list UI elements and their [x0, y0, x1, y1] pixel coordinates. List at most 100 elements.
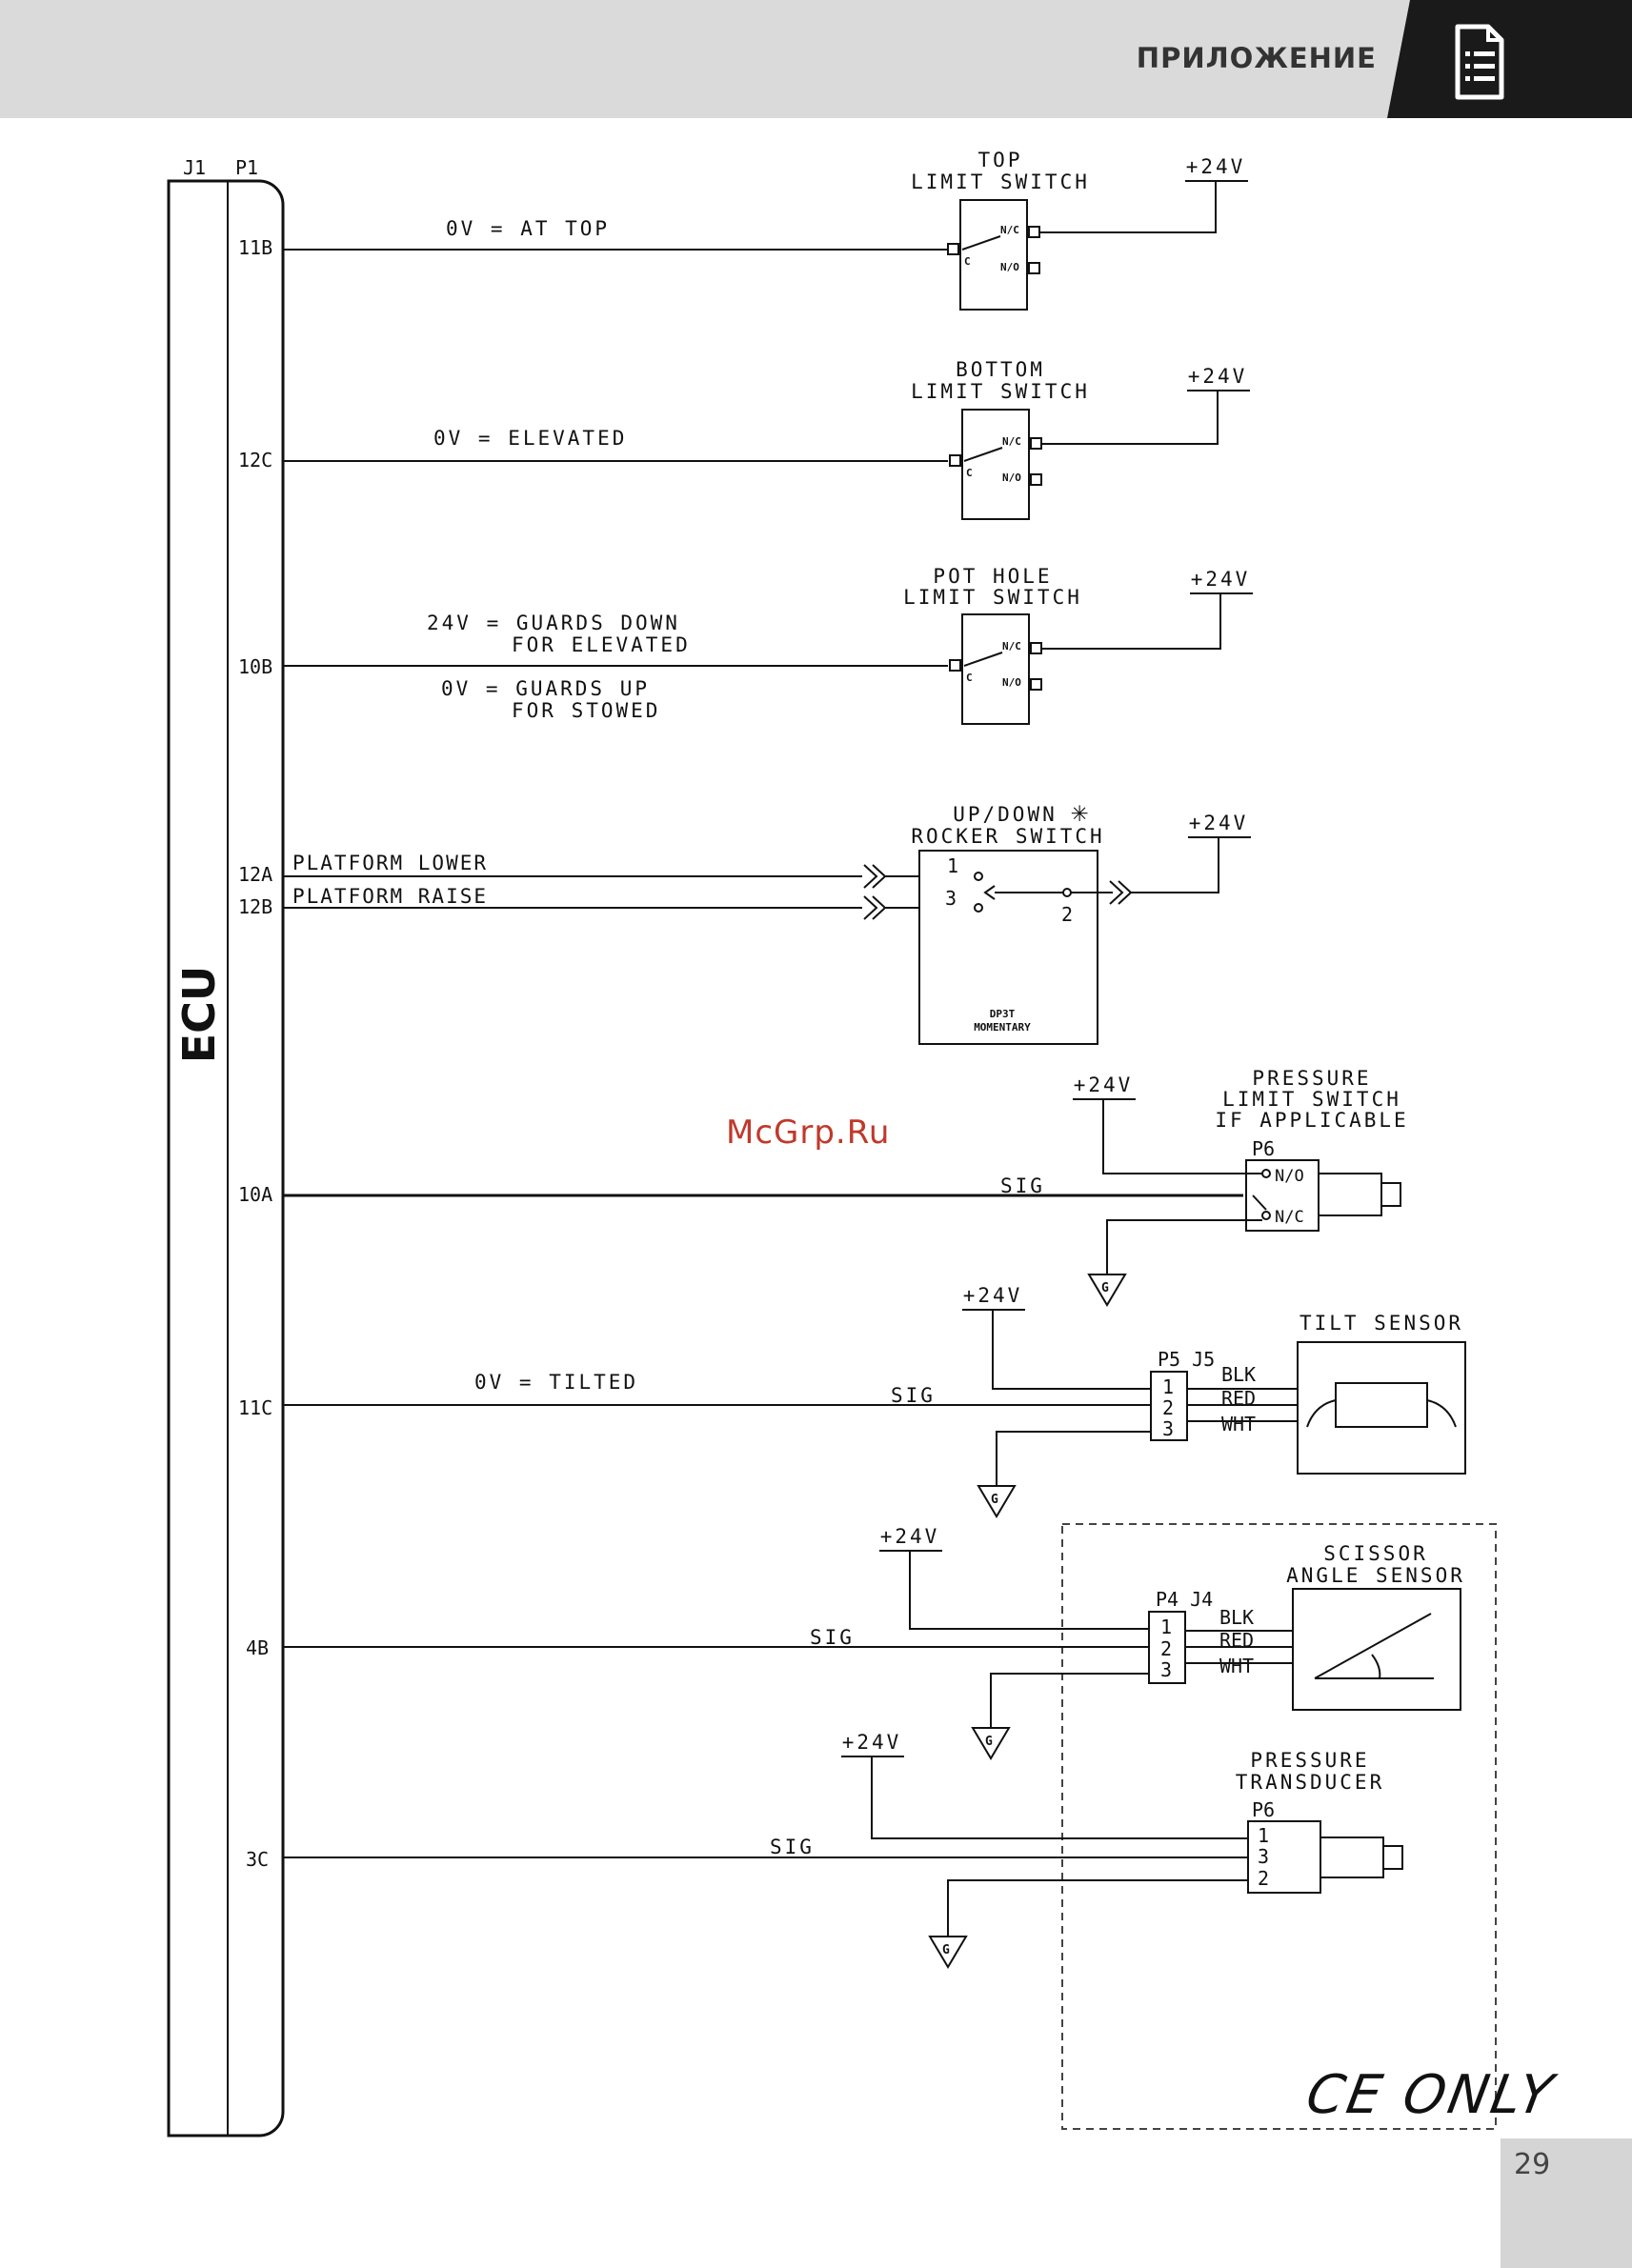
svg-text:G: G	[991, 1493, 998, 1507]
svg-text:TILT SENSOR: TILT SENSOR	[1300, 1312, 1463, 1335]
pin-12a: 12A	[238, 863, 272, 886]
svg-text:2: 2	[1162, 1396, 1174, 1419]
svg-text:N/O: N/O	[1275, 1167, 1304, 1186]
pin-3c: 3C	[246, 1848, 269, 1871]
svg-text:LIMIT SWITCH: LIMIT SWITCH	[911, 171, 1090, 193]
svg-text:P6: P6	[1252, 1137, 1275, 1160]
svg-text:2: 2	[1160, 1637, 1172, 1660]
rocker-switch: PLATFORM LOWER PLATFORM RAISE UP/DOWN ✳ …	[283, 795, 1251, 1045]
svg-text:BOTTOM: BOTTOM	[956, 358, 1045, 381]
svg-text:TRANSDUCER: TRANSDUCER	[1236, 1771, 1384, 1794]
bottom-limit-switch: 0V = ELEVATED BOTTOM LIMIT SWITCH C N/C …	[283, 358, 1250, 520]
svg-text:N/O: N/O	[1002, 676, 1021, 689]
pin-12c: 12C	[238, 449, 272, 472]
svg-text:0V = TILTED: 0V = TILTED	[474, 1371, 638, 1394]
svg-text:DP3T: DP3T	[990, 1008, 1016, 1020]
svg-text:POT HOLE: POT HOLE	[933, 565, 1052, 588]
svg-text:N/C: N/C	[1000, 224, 1019, 236]
svg-text:UP/DOWN: UP/DOWN	[953, 803, 1058, 826]
svg-text:+24V: +24V	[1188, 365, 1248, 388]
page-number-box	[1501, 2138, 1632, 2268]
page-number: 29	[1514, 2148, 1551, 2181]
svg-text:3: 3	[1162, 1417, 1174, 1440]
svg-text:N/C: N/C	[1275, 1208, 1304, 1227]
svg-text:P6: P6	[1252, 1798, 1275, 1821]
scissor-angle-sensor: SIG P4 J4 1 2 3 BLK RED WHT SCISSOR ANGL…	[283, 1525, 1465, 1760]
svg-text:P4 J4: P4 J4	[1156, 1588, 1213, 1611]
top-limit-switch: 0V = AT TOP TOP LIMIT SWITCH C N/C N/O +…	[283, 149, 1248, 311]
svg-text:SIG: SIG	[810, 1626, 855, 1649]
svg-text:C: C	[966, 467, 973, 479]
svg-text:RED: RED	[1221, 1387, 1256, 1410]
pin-10b: 10B	[238, 655, 272, 678]
wire-label-platform-raise: PLATFORM RAISE	[292, 885, 488, 908]
svg-text:C: C	[966, 672, 973, 684]
ce-only-region	[1061, 1523, 1497, 2130]
svg-text:2: 2	[1258, 1867, 1269, 1890]
tilt-sensor: 0V = TILTED SIG P5 J5 1 2 3 BLK RED WHT …	[283, 1284, 1466, 1518]
page-header: ПРИЛОЖЕНИЕ	[0, 0, 1632, 118]
svg-text:SCISSOR: SCISSOR	[1323, 1542, 1428, 1565]
svg-text:BLK: BLK	[1221, 1363, 1256, 1386]
svg-text:+24V: +24V	[842, 1731, 902, 1754]
svg-text:N/C: N/C	[1002, 640, 1021, 652]
pothole-limit-switch: 24V = GUARDS DOWN FOR ELEVATED 0V = GUAR…	[283, 565, 1253, 725]
connector-p1: P1	[235, 156, 258, 179]
svg-text:WHT: WHT	[1219, 1655, 1254, 1677]
svg-text:1: 1	[1258, 1824, 1269, 1847]
svg-text:1: 1	[947, 854, 958, 877]
svg-text:MOMENTARY: MOMENTARY	[974, 1021, 1031, 1034]
svg-text:+24V: +24V	[1189, 812, 1249, 834]
pin-11c: 11C	[238, 1396, 272, 1419]
pin-4b: 4B	[246, 1636, 269, 1659]
svg-text:WHT: WHT	[1221, 1413, 1256, 1435]
svg-text:ANGLE SENSOR: ANGLE SENSOR	[1286, 1564, 1465, 1587]
pressure-transducer: SIG PRESSURE TRANSDUCER P6 1 3 2 +24V G	[283, 1731, 1403, 1969]
wire-label-platform-lower: PLATFORM LOWER	[292, 852, 488, 874]
svg-text:FOR ELEVATED: FOR ELEVATED	[512, 633, 691, 656]
svg-text:PRESSURE: PRESSURE	[1250, 1749, 1369, 1772]
supply-label: +24V	[1186, 155, 1246, 178]
svg-text:1: 1	[1160, 1616, 1172, 1638]
connector-j1: J1	[183, 156, 206, 179]
svg-text:SIG: SIG	[891, 1384, 936, 1407]
header-title: ПРИЛОЖЕНИЕ	[1136, 42, 1377, 74]
pin-11b: 11B	[238, 236, 272, 259]
wire-label-at-top: 0V = AT TOP	[446, 217, 610, 240]
svg-text:BLK: BLK	[1219, 1606, 1254, 1629]
svg-text:LIMIT SWITCH: LIMIT SWITCH	[903, 586, 1082, 609]
pin-10a: 10A	[238, 1183, 272, 1206]
svg-text:G: G	[942, 1943, 950, 1957]
ecu-label: ECU	[173, 966, 225, 1064]
svg-text:N/O: N/O	[1000, 261, 1019, 273]
svg-text:N/C: N/C	[1002, 435, 1021, 448]
wire-label-elevated: 0V = ELEVATED	[433, 427, 627, 450]
svg-text:1: 1	[1162, 1375, 1174, 1398]
svg-text:G: G	[985, 1735, 993, 1749]
svg-text:+24V: +24V	[963, 1284, 1023, 1307]
svg-text:+24V: +24V	[880, 1525, 940, 1548]
asterisk-icon: ✳	[1071, 795, 1091, 829]
svg-text:LIMIT SWITCH: LIMIT SWITCH	[1222, 1088, 1401, 1111]
pressure-limit-switch: SIG PRESSURE LIMIT SWITCH IF APPLICABLE …	[283, 1067, 1408, 1307]
svg-text:SIG: SIG	[1000, 1174, 1045, 1197]
svg-text:0V = GUARDS UP: 0V = GUARDS UP	[441, 677, 650, 700]
svg-text:N/O: N/O	[1002, 472, 1021, 484]
svg-text:PRESSURE: PRESSURE	[1252, 1067, 1371, 1090]
svg-text:RED: RED	[1219, 1629, 1254, 1652]
svg-text:LIMIT SWITCH: LIMIT SWITCH	[911, 380, 1090, 403]
document-list-icon	[1387, 0, 1632, 118]
ecu-block: ECU J1 P1	[167, 156, 285, 2138]
svg-text:24V = GUARDS DOWN: 24V = GUARDS DOWN	[427, 612, 680, 634]
watermark: McGrp.Ru	[726, 1114, 890, 1152]
svg-text:SIG: SIG	[770, 1836, 815, 1858]
svg-text:C: C	[964, 255, 971, 268]
svg-text:P5 J5: P5 J5	[1158, 1348, 1215, 1371]
svg-text:3: 3	[945, 887, 957, 910]
svg-text:+24V: +24V	[1074, 1074, 1134, 1096]
svg-text:G: G	[1101, 1281, 1109, 1295]
svg-text:2: 2	[1061, 903, 1073, 926]
pin-12b: 12B	[238, 895, 272, 918]
svg-text:IF APPLICABLE: IF APPLICABLE	[1215, 1109, 1408, 1132]
